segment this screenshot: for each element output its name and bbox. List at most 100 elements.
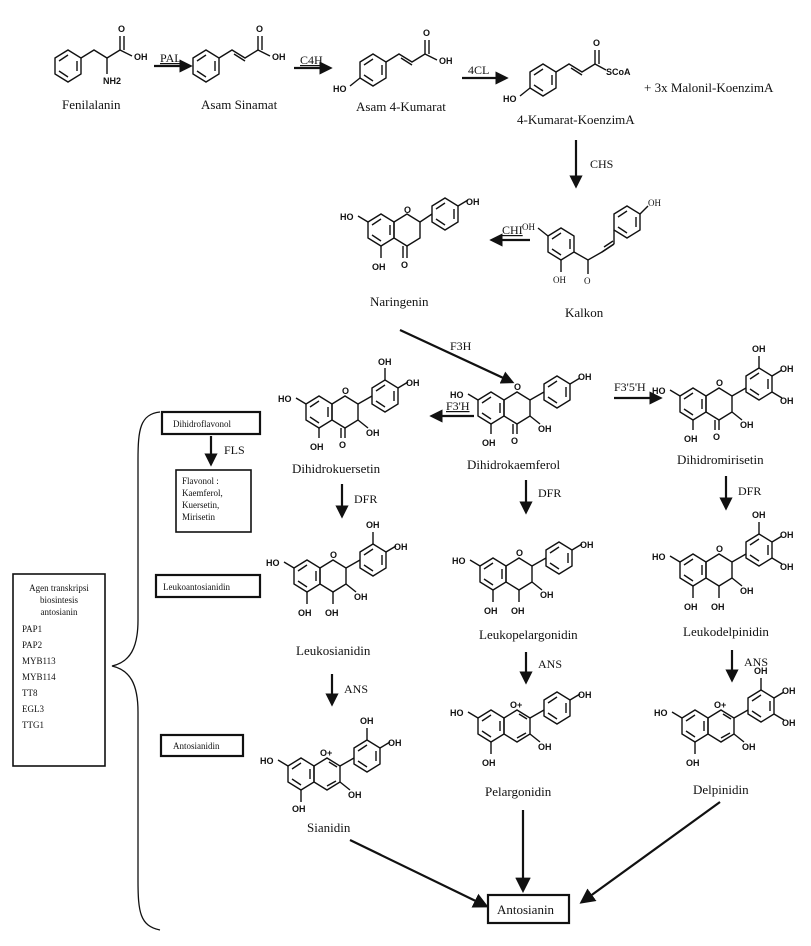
- enzyme-f3h: F3H: [450, 339, 472, 353]
- sinamat-oh: OH: [272, 52, 286, 62]
- dhq-oh-4: OH: [378, 357, 392, 367]
- enzyme-dfr-1: DFR: [354, 492, 377, 506]
- label-sianidin: Sianidin: [307, 820, 351, 835]
- naringenin-o-ring: O: [404, 205, 411, 215]
- sianidin-structure: HO O+ OH OH OH OH: [260, 716, 402, 814]
- dihidroflavonol-box: [160, 410, 262, 436]
- label-leukodelpinidin: Leukodelpinidin: [683, 624, 769, 639]
- koa-ho: HO: [503, 94, 517, 104]
- enzyme-fls: FLS: [224, 443, 245, 457]
- lkp-oh-1: OH: [484, 606, 498, 616]
- dihidrokuersetin-structure: HO O O OH OH OH OH: [278, 357, 420, 452]
- koa-scoa: SCoA: [606, 67, 631, 77]
- flavonol-line-4: Mirisetin: [182, 512, 215, 522]
- label-dihidromirisetin: Dihidromirisetin: [677, 452, 764, 467]
- lkd-oh-4: OH: [780, 530, 794, 540]
- lks-o-ring: O: [330, 550, 337, 560]
- pel-ho: HO: [450, 708, 464, 718]
- transcription-agent-box: [12, 573, 106, 767]
- enzyme-chs: CHS: [590, 157, 613, 171]
- dhm-oh-5: OH: [752, 344, 766, 354]
- dhq-oh-3: OH: [406, 378, 420, 388]
- naringenin-ho: HO: [340, 212, 354, 222]
- kumarat-oh: OH: [439, 56, 453, 66]
- pelargonidin-structure: HO O+ OH OH OH: [450, 690, 592, 768]
- asam-kumarat-structure: O OH HO: [333, 28, 453, 94]
- label-fenilalanin: Fenilalanin: [62, 97, 121, 112]
- del-ho: HO: [654, 708, 668, 718]
- dhm-o: O: [713, 432, 720, 442]
- lkd-oh-2: OH: [711, 602, 725, 612]
- enzyme-c4h: C4H: [300, 53, 323, 67]
- dhk-o: O: [511, 436, 518, 446]
- transcription-agent-2: PAP2: [22, 640, 42, 650]
- dhk-o-ring: O: [514, 382, 521, 392]
- curly-brace: [111, 411, 161, 931]
- lks-ho: HO: [266, 558, 280, 568]
- antosianidin-box: [159, 733, 245, 758]
- label-dihidrokaemferol: Dihidrokaemferol: [467, 457, 561, 472]
- asam-sinamat-structure: O OH: [192, 24, 286, 83]
- dhq-oh-1: OH: [310, 442, 324, 452]
- label-delpinidin: Delpinidin: [693, 782, 749, 797]
- dhq-ho: HO: [278, 394, 292, 404]
- lkd-oh-6: OH: [752, 510, 766, 520]
- label-leukosianidin: Leukosianidin: [296, 643, 371, 658]
- sia-oh-1: OH: [292, 804, 306, 814]
- enzyme-ans-3: ANS: [744, 655, 768, 669]
- naringenin-structure: HO O O OH OH: [340, 197, 480, 272]
- sia-oh-3: OH: [388, 738, 402, 748]
- lks-oh-3: OH: [354, 592, 368, 602]
- enzyme-ans-1: ANS: [344, 682, 368, 696]
- dhk-oh-2: OH: [538, 424, 552, 434]
- enzyme-dfr-3: DFR: [738, 484, 761, 498]
- delpinidin-structure: HO O+ OH OH OH OH OH: [654, 666, 796, 768]
- transcription-title-2: biosintesis: [40, 595, 79, 605]
- dihidromirisetin-structure: HO O O OH OH OH OH OH: [652, 344, 794, 444]
- del-oh-1: OH: [686, 758, 700, 768]
- pel-oh-2: OH: [538, 742, 552, 752]
- enzyme-chi: CHI: [502, 223, 523, 237]
- enzyme-pal: PAL: [160, 51, 182, 65]
- antosianidin-label: Antosianidin: [173, 741, 220, 751]
- lkp-oh-2: OH: [511, 606, 525, 616]
- label-asam-sinamat: Asam Sinamat: [201, 97, 278, 112]
- lks-oh-4: OH: [394, 542, 408, 552]
- kumarat-koa-structure: O SCoA HO: [503, 38, 631, 104]
- kumarat-o: O: [423, 28, 430, 38]
- enzyme-f3ph: F3'H: [446, 399, 470, 413]
- del-oh-5: OH: [754, 666, 768, 676]
- dhm-oh-2: OH: [740, 420, 754, 430]
- enzyme-ans-2: ANS: [538, 657, 562, 671]
- label-asam-kumarat: Asam 4-Kumarat: [356, 99, 446, 114]
- lks-oh-5: OH: [366, 520, 380, 530]
- enzyme-4cl: 4CL: [468, 63, 489, 77]
- transcription-agent-7: TTG1: [22, 720, 44, 730]
- fenilalanin-oh: OH: [134, 52, 148, 62]
- flavonol-line-2: Kaemferol,: [182, 488, 223, 498]
- naringenin-oh-2: OH: [466, 197, 480, 207]
- dhk-oh-3: OH: [578, 372, 592, 382]
- label-leukopelargonidin: Leukopelargonidin: [479, 627, 578, 642]
- dhm-o-ring: O: [716, 378, 723, 388]
- lkp-ho: HO: [452, 556, 466, 566]
- pel-oh-1: OH: [482, 758, 496, 768]
- dhk-oh-1: OH: [482, 438, 496, 448]
- label-pelargonidin: Pelargonidin: [485, 784, 552, 799]
- fenilalanin-o: O: [118, 24, 125, 34]
- lkd-oh-3: OH: [740, 586, 754, 596]
- leukoantosianidin-box: [154, 573, 262, 599]
- lks-oh-1: OH: [298, 608, 312, 618]
- sia-ho: HO: [260, 756, 274, 766]
- lkp-oh-3: OH: [540, 590, 554, 600]
- transcription-title-3: antosianin: [41, 607, 78, 617]
- dhm-ho: HO: [652, 386, 666, 396]
- dhq-o-ring: O: [342, 386, 349, 396]
- sia-oh-2: OH: [348, 790, 362, 800]
- lkd-oh-1: OH: [684, 602, 698, 612]
- sia-oh-4: OH: [360, 716, 374, 726]
- label-kumarat-koa: 4-Kumarat-KoenzimA: [517, 112, 635, 127]
- dhk-ho: HO: [450, 390, 464, 400]
- kalkon-oh-1: OH: [522, 222, 535, 232]
